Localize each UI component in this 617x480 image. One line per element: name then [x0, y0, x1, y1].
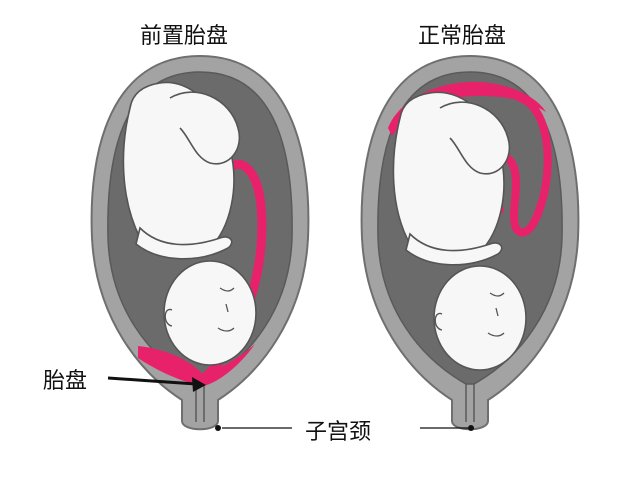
- fetus-ear-left: [164, 308, 173, 327]
- fetus-legs-right: [439, 101, 511, 175]
- cervix-right: [465, 384, 475, 422]
- uterus-left: [90, 54, 310, 431]
- cervix-dot-left: [215, 425, 221, 431]
- label-cervix: 子宫颈: [305, 420, 372, 445]
- fetus-head-right: [433, 265, 527, 371]
- fetus-face-left: [217, 287, 235, 332]
- fetus-arm-left: [135, 226, 233, 260]
- uterus-right: [360, 54, 580, 431]
- cervix-dot-right: [468, 425, 474, 431]
- fetus-head-left: [163, 260, 257, 366]
- fetus-arm-right: [405, 232, 503, 266]
- fetus-legs-left: [169, 91, 241, 165]
- fetus-ear-right: [434, 312, 443, 331]
- fetus-left: [122, 81, 257, 366]
- title-normal-placenta: 正常胎盘: [418, 24, 507, 49]
- placenta-left: [138, 344, 255, 386]
- placenta-arrow-head: [192, 377, 206, 392]
- fetus-right: [392, 91, 527, 371]
- title-placenta-previa: 前置胎盘: [140, 24, 229, 49]
- label-placenta: 胎盘: [43, 369, 88, 394]
- fetus-face-right: [487, 292, 505, 337]
- placenta-arrow-line: [107, 376, 197, 386]
